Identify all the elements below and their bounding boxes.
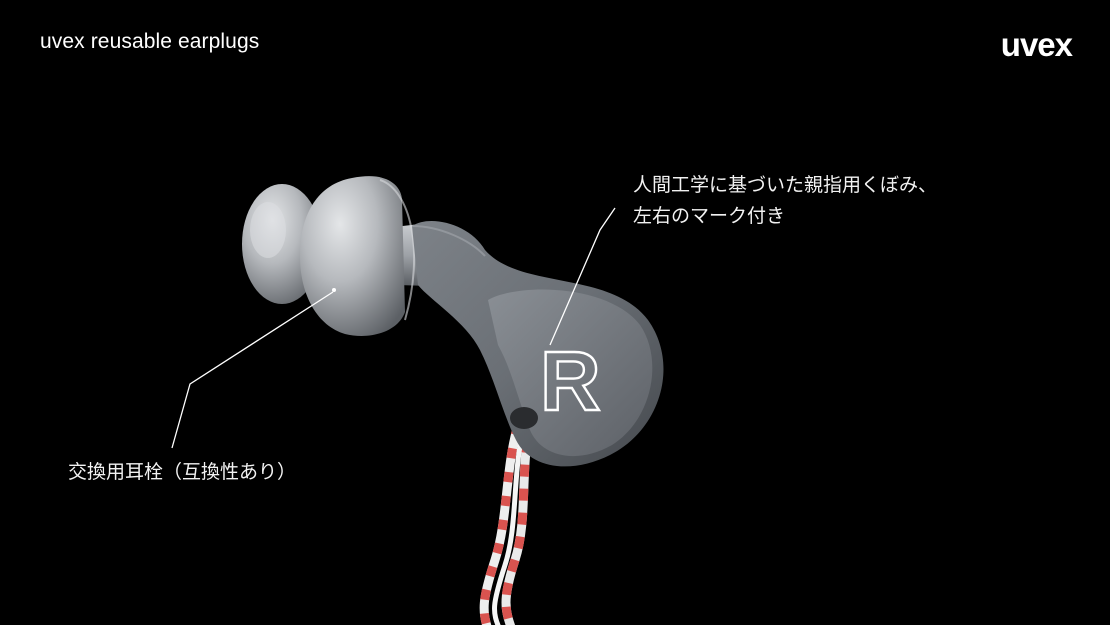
callout-ear-tips: 交換用耳栓（互換性あり） [68, 461, 297, 483]
leader-line-tips [171, 291, 334, 449]
cord-hole [510, 407, 538, 429]
uvex-logo: uvex [1000, 26, 1073, 63]
cord [479, 423, 535, 625]
side-marking-r: R [540, 334, 601, 428]
callout-thumb-line-1: 人間工学に基づいた親指用くぼみ、 [633, 174, 938, 196]
callout-thumb-line-2: 左右のマーク付き [633, 205, 786, 227]
ear-tips [242, 176, 416, 336]
leader-line-thumb [549, 207, 616, 346]
callout-thumb-grip: 人間工学に基づいた親指用くぼみ、 左右のマーク付き [633, 170, 937, 232]
product-title: uvex reusable earplugs [40, 30, 260, 53]
